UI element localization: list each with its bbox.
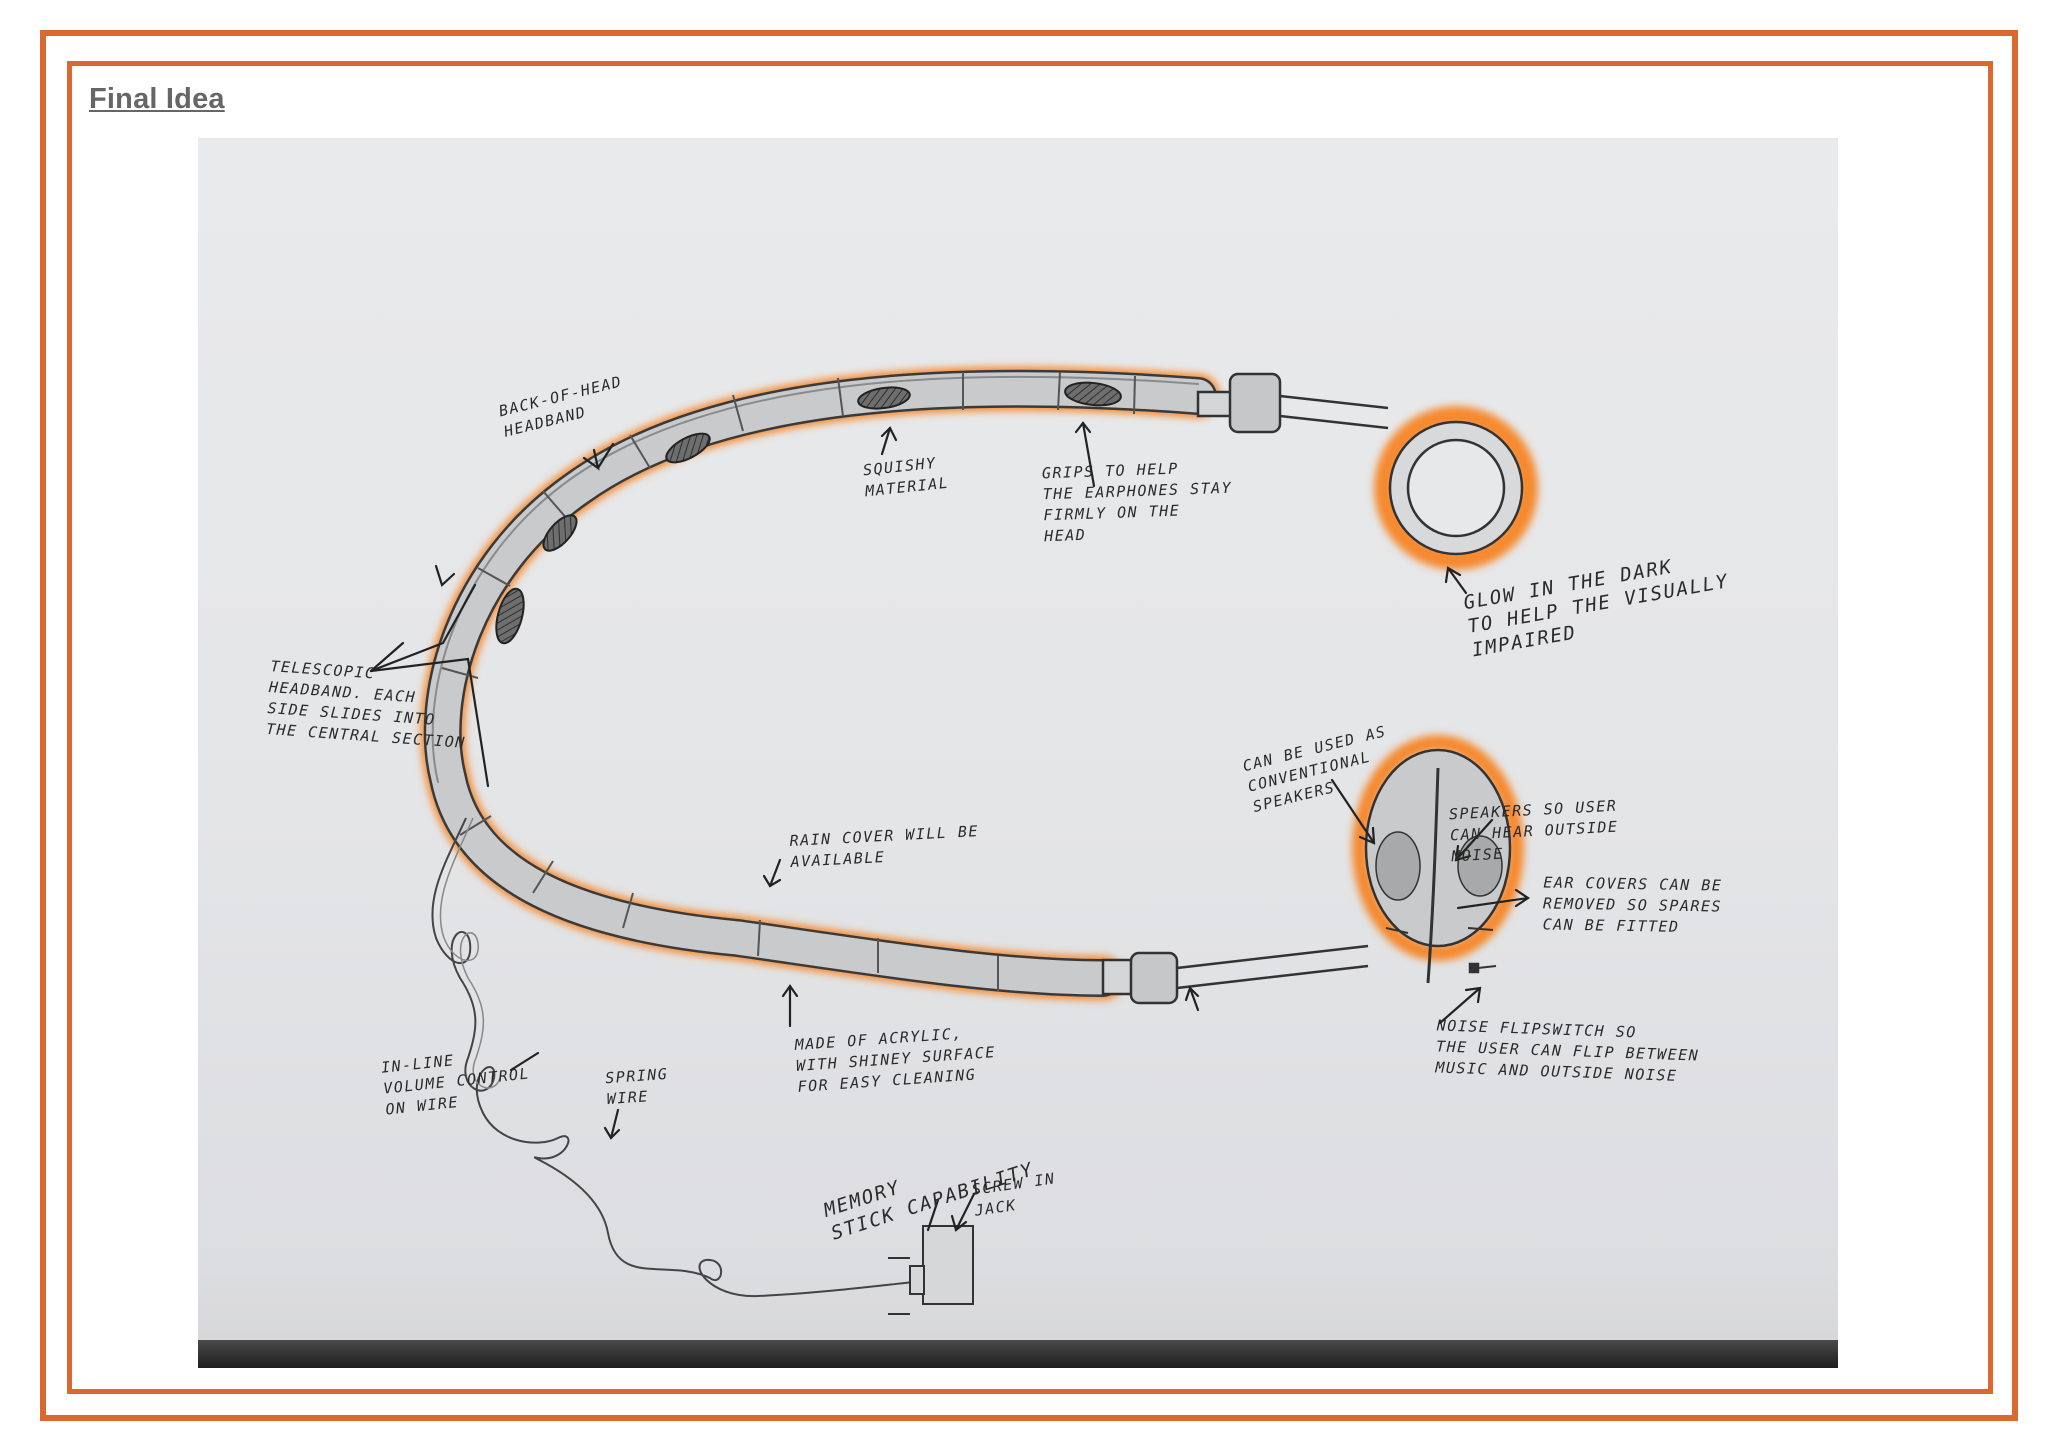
spring-wire [431, 817, 924, 1298]
outer-frame [40, 30, 2018, 1421]
page-title: Final Idea [89, 83, 225, 115]
annotation-ear-covers: EAR COVERS CAN BE REMOVED SO SPARES CAN … [1542, 873, 1723, 936]
table-edge [198, 1340, 1838, 1368]
headband [423, 369, 1217, 997]
headphone-sketch [369, 366, 1538, 1315]
leader-arrows [369, 421, 1530, 1232]
annotation-telescopic-headband: TELESCOPIC HEADBAND. EACH SIDE SLIDES IN… [265, 657, 467, 752]
headband-segments [441, 371, 1136, 991]
bottom-earpiece [1101, 748, 1512, 1005]
annotation-squishy-material: SQUISHY MATERIAL [862, 453, 951, 501]
squishy-pads [495, 381, 1122, 645]
annotation-grips: GRIPS TO HELP THE EARPHONES STAY FIRMLY … [1041, 459, 1233, 546]
inner-frame [67, 61, 1993, 1394]
top-earpiece [1196, 372, 1524, 556]
jack-box [888, 1225, 974, 1315]
annotation-spring-wire: SPRING WIRE [604, 1064, 669, 1109]
annotation-speakers-outside-noise: SPEAKERS SO USER CAN HEAR OUTSIDE NOISE [1448, 796, 1619, 866]
sketch-photo: BACK-OF-HEAD HEADBAND SQUISHY MATERIAL G… [198, 138, 1838, 1368]
annotation-noise-flipswitch: NOISE FLIPSWITCH SO THE USER CAN FLIP BE… [1435, 1016, 1700, 1085]
